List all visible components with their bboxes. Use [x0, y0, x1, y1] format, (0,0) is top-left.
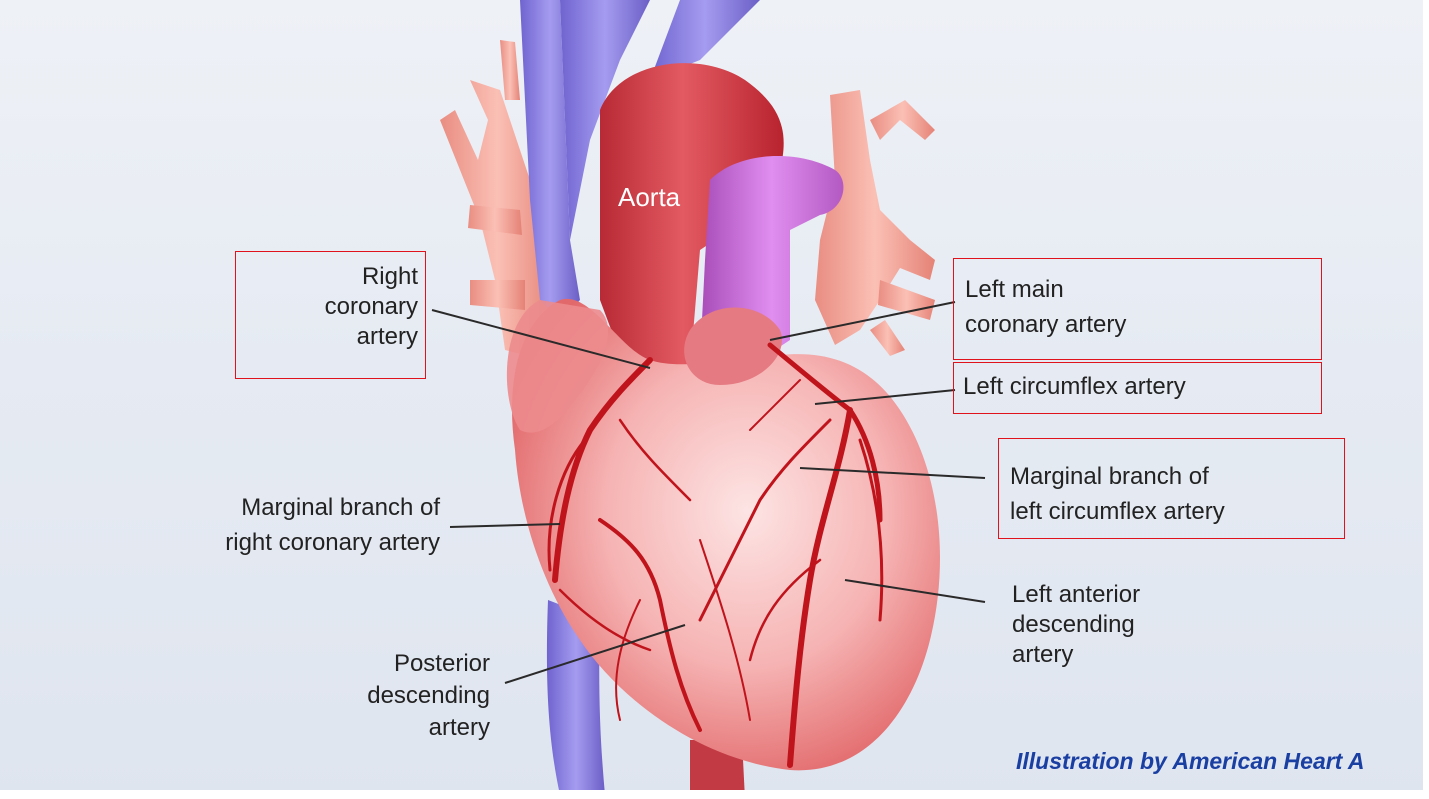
- label-marginal-branch-right-coronary: Marginal branch of right coronary artery: [140, 490, 440, 560]
- label-posterior-descending-artery: Posterior descending artery: [300, 648, 490, 744]
- label-left-circumflex-artery: Left circumflex artery: [963, 372, 1303, 401]
- illustration-credit: Illustration by American Heart A: [1016, 748, 1365, 775]
- bottom-edge: [0, 790, 1429, 799]
- right-edge: [1423, 0, 1429, 799]
- left-pulmonary-branches: [815, 90, 935, 356]
- label-left-main-coronary-artery: Left main coronary artery: [965, 272, 1305, 342]
- label-left-anterior-descending-artery: Left anterior descending artery: [1012, 580, 1232, 670]
- aorta-label: Aorta: [618, 182, 680, 213]
- label-right-coronary-artery: Right coronary artery: [240, 262, 418, 352]
- label-marginal-branch-left-circumflex: Marginal branch of left circumflex arter…: [1010, 459, 1340, 529]
